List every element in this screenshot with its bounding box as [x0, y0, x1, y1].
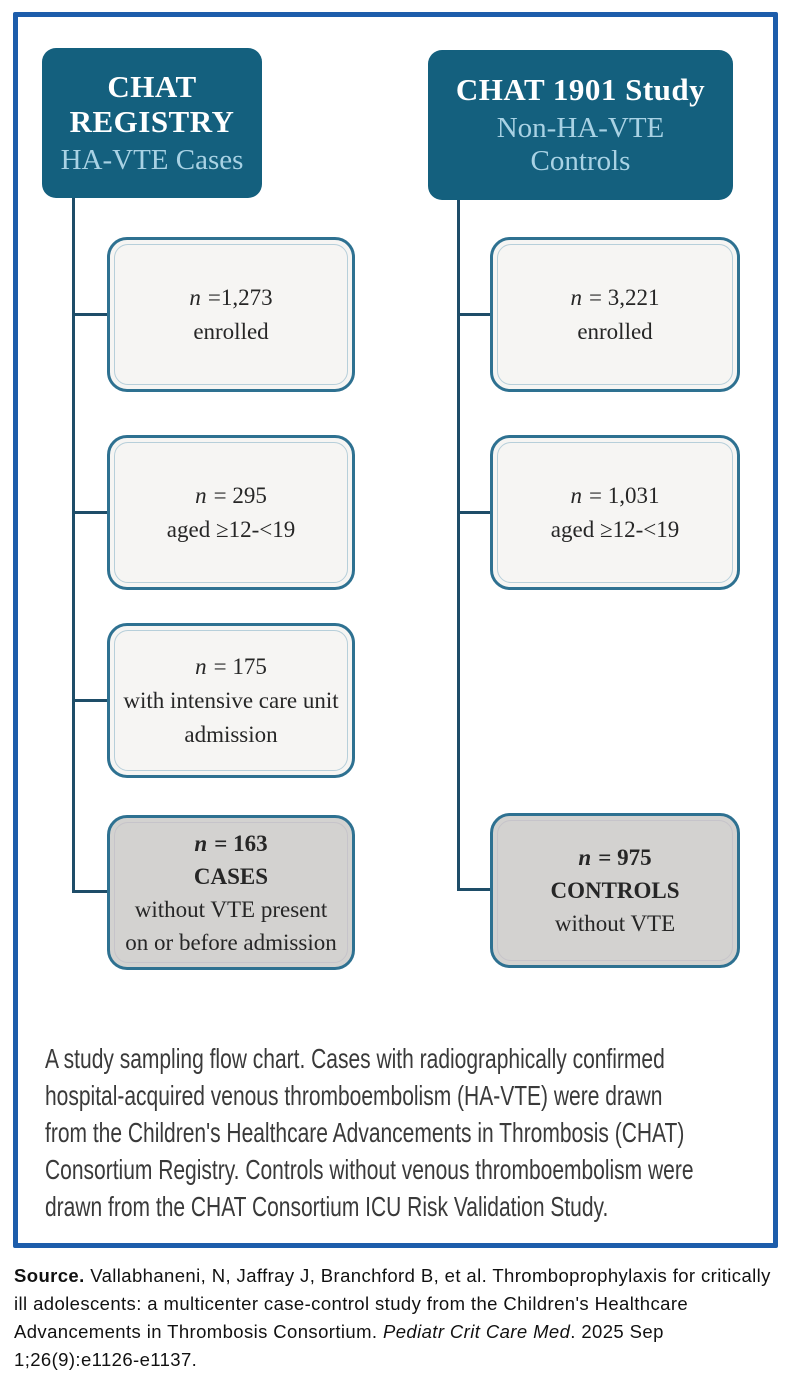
flow-box-content: n= 163 CASES without VTE present on or b… — [114, 822, 348, 963]
sample-size: n= 3,221 — [570, 284, 660, 310]
description: without VTE — [554, 911, 676, 936]
flow-box-content: n= 975 CONTROLS without VTE — [497, 820, 733, 961]
figure-caption: A study sampling flow chart. Cases with … — [45, 1040, 750, 1225]
flow-box-final-cases: n= 163 CASES without VTE present on or b… — [107, 815, 355, 970]
flow-box-content: n= 1,031 aged ≥12-<19 — [497, 442, 733, 583]
flow-box-aged-controls: n= 1,031 aged ≥12-<19 — [490, 435, 740, 590]
source-citation: Source. Vallabhaneni, N, Jaffray J, Bran… — [14, 1262, 784, 1374]
description: enrolled — [193, 318, 269, 344]
description: enrolled — [577, 318, 653, 344]
caption-line: from the Children's Healthcare Advanceme… — [45, 1117, 685, 1148]
connector-stub-right-2 — [457, 511, 493, 514]
header-subtitle: HA-VTE Cases — [60, 144, 244, 177]
flow-box-content: n= 295 aged ≥12-<19 — [114, 442, 348, 583]
header-title: CHAT 1901 Study — [455, 71, 706, 107]
connector-stub-left-4 — [72, 890, 110, 893]
flow-box-content: n= 3,221 enrolled — [497, 244, 733, 385]
flow-box-aged-cases: n= 295 aged ≥12-<19 — [107, 435, 355, 590]
journal-name: Pediatr Crit Care Med — [382, 1321, 571, 1342]
description: without VTE present on or before admissi… — [125, 896, 337, 955]
sample-size: n= 975 — [578, 845, 652, 870]
flow-box-enrolled-controls: n= 3,221 enrolled — [490, 237, 740, 392]
source-text: Vallabhaneni, N, Jaffray J, Branchford B… — [14, 1265, 771, 1342]
caption-line: Consortium Registry. Controls without ve… — [45, 1154, 694, 1185]
connector-stub-right-3 — [457, 888, 493, 891]
connector-stub-left-2 — [72, 511, 110, 514]
caption-line: hospital-acquired venous thromboembolism… — [45, 1080, 663, 1111]
sample-size: n= 163 — [194, 830, 268, 856]
flow-box-enrolled-cases: n=1,273 enrolled — [107, 237, 355, 392]
flow-box-final-controls: n= 975 CONTROLS without VTE — [490, 813, 740, 968]
sample-size: n= 175 — [195, 653, 267, 679]
connector-stub-right-1 — [457, 313, 493, 316]
description: with intensive care unit admission — [123, 687, 339, 747]
sample-size: n=1,273 — [189, 284, 273, 310]
flow-box-content: n= 175 with intensive care unit admissio… — [114, 630, 348, 771]
caption-line: drawn from the CHAT Consortium ICU Risk … — [45, 1191, 609, 1222]
sample-size: n= 1,031 — [570, 482, 660, 508]
header-chat-1901-study: CHAT 1901 Study Non-HA-VTE Controls — [428, 50, 733, 200]
connector-trunk-left — [72, 198, 75, 893]
group-label: CONTROLS — [550, 878, 680, 903]
description: aged ≥12-<19 — [166, 516, 296, 542]
connector-trunk-right — [457, 200, 460, 891]
caption-line: A study sampling flow chart. Cases with … — [45, 1043, 665, 1074]
sample-size: n= 295 — [195, 482, 267, 508]
description: aged ≥12-<19 — [550, 516, 680, 542]
flow-box-content: n=1,273 enrolled — [114, 244, 348, 385]
connector-stub-left-1 — [72, 313, 110, 316]
connector-stub-left-3 — [72, 699, 110, 702]
header-title: CHAT REGISTRY — [69, 68, 235, 139]
source-label: Source. — [14, 1265, 85, 1286]
group-label: CASES — [193, 863, 269, 889]
header-subtitle: Non-HA-VTE Controls — [496, 112, 665, 178]
header-chat-registry: CHAT REGISTRY HA-VTE Cases — [42, 48, 262, 198]
flow-box-icu-cases: n= 175 with intensive care unit admissio… — [107, 623, 355, 778]
